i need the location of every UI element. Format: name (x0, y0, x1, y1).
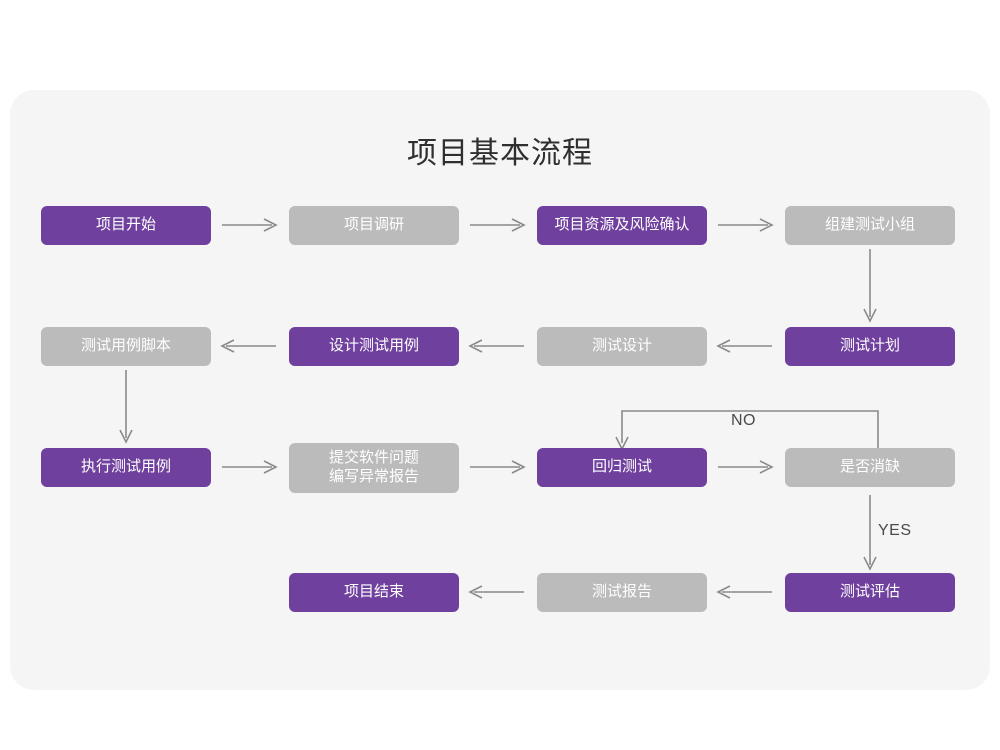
arrow-left-4 (468, 585, 524, 599)
node-defect-cleared[interactable]: 是否消缺 (785, 448, 955, 487)
node-project-end[interactable]: 项目结束 (289, 573, 459, 612)
node-execute-test-case[interactable]: 执行测试用例 (41, 448, 211, 487)
arrow-down-team-to-plan (863, 249, 877, 323)
arrow-left-3 (716, 339, 772, 353)
arrow-down-yes (863, 495, 877, 571)
node-regression-test[interactable]: 回归测试 (537, 448, 707, 487)
node-test-case-script[interactable]: 测试用例脚本 (41, 327, 211, 366)
arrow-right-4 (222, 460, 278, 474)
node-build-test-team[interactable]: 组建测试小组 (785, 206, 955, 245)
node-project-research[interactable]: 项目调研 (289, 206, 459, 245)
arrow-right-2 (470, 218, 526, 232)
node-test-evaluation[interactable]: 测试评估 (785, 573, 955, 612)
arrow-right-5 (470, 460, 526, 474)
arrow-down-script-to-execute (119, 370, 133, 444)
page-title: 项目基本流程 (407, 137, 593, 170)
arrow-right-3 (718, 218, 774, 232)
edge-label-no: NO (731, 412, 756, 429)
arrow-right-1 (222, 218, 278, 232)
node-design-test-case[interactable]: 设计测试用例 (289, 327, 459, 366)
node-test-design[interactable]: 测试设计 (537, 327, 707, 366)
arrow-left-1 (220, 339, 276, 353)
node-project-start[interactable]: 项目开始 (41, 206, 211, 245)
node-test-plan[interactable]: 测试计划 (785, 327, 955, 366)
node-submit-issue-report[interactable]: 提交软件问题 编写异常报告 (289, 443, 459, 493)
arrow-left-5 (716, 585, 772, 599)
node-resource-risk-confirm[interactable]: 项目资源及风险确认 (537, 206, 707, 245)
arrow-right-6 (718, 460, 774, 474)
edge-label-yes: YES (878, 522, 912, 539)
arrow-left-2 (468, 339, 524, 353)
node-test-report[interactable]: 测试报告 (537, 573, 707, 612)
